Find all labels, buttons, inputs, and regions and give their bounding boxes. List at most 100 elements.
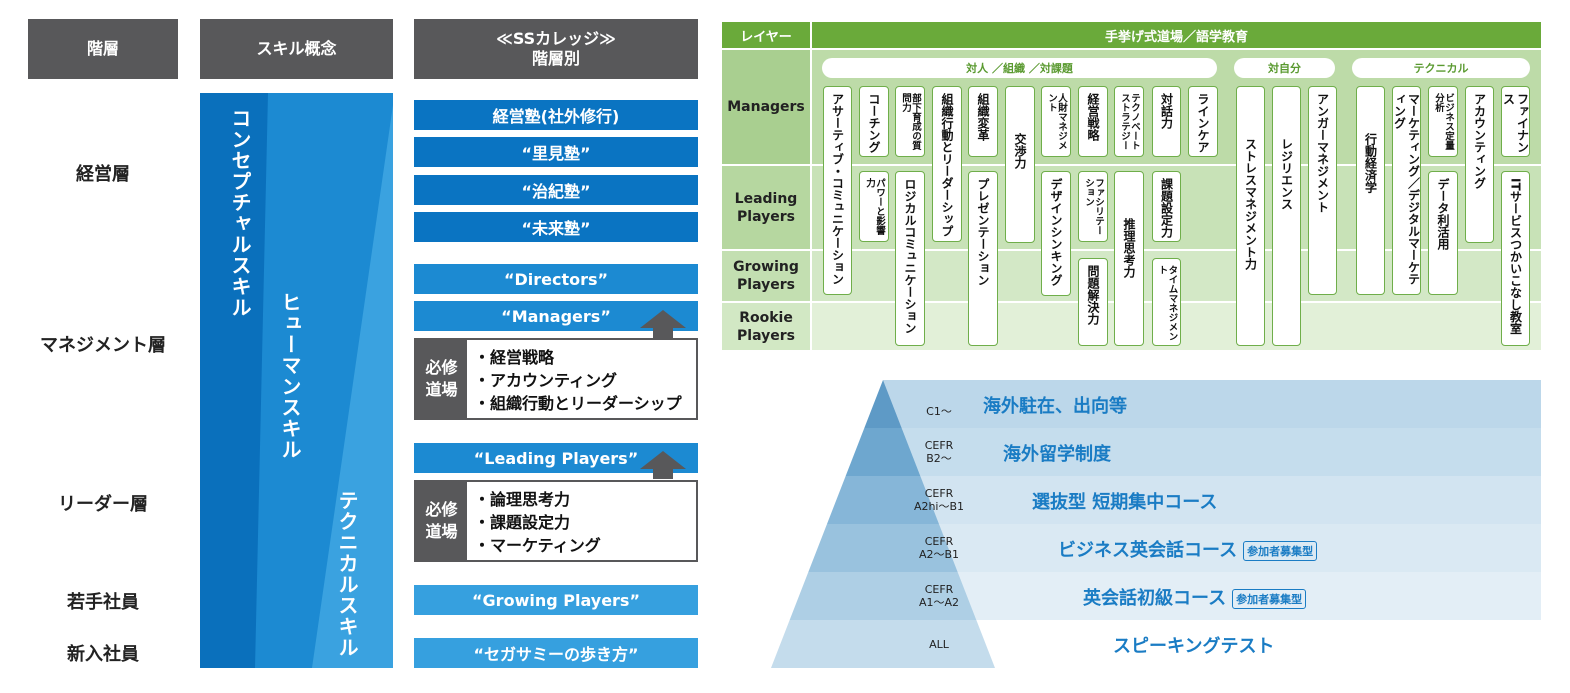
cefr-level: CEFR A1～A2 <box>918 583 960 609</box>
cefr-level: ALL <box>929 638 949 651</box>
pyramid-level <box>789 572 977 620</box>
language-program-label: 海外留学制度 <box>1003 444 1111 465</box>
row-growing: Growing Players <box>722 251 810 301</box>
cefr-level: CEFR A2～B1 <box>918 535 960 561</box>
course-card: データ利活用 <box>1428 171 1458 295</box>
program-haruki: “治紀塾” <box>414 175 698 205</box>
row-leading: Leading Players <box>722 166 810 249</box>
course-card-label: 人財マネジメント <box>1046 93 1067 150</box>
course-card: 行動経済学 <box>1356 86 1385 295</box>
course-card: プレゼンテーション <box>968 171 998 346</box>
program-growing-players: “Growing Players” <box>414 585 698 615</box>
course-card-label: ファイナンス <box>1501 93 1530 153</box>
row-managers: Managers <box>722 50 810 164</box>
required-label: 必修 道場 <box>416 340 467 418</box>
required-item: ・アカウンティング <box>474 371 618 390</box>
pyramid-level <box>808 524 958 572</box>
course-card-label: テクノベートストラテジー <box>1119 93 1140 150</box>
pyramid-band <box>920 476 1541 524</box>
course-card-label: 課題設定力 <box>1159 178 1174 238</box>
skill-human: ヒューマンスキル <box>278 292 302 460</box>
pyramid-level <box>827 476 939 524</box>
course-card-label: 組織変革 <box>976 93 990 141</box>
course-card: ITサービスつかいこなし教室 <box>1501 171 1530 346</box>
course-card: 推理思考力 <box>1114 171 1144 346</box>
course-card-label: アカウンティング <box>1472 93 1487 189</box>
course-card-label: 対話力 <box>1159 93 1174 129</box>
language-program: 英会話初級コース参加者募集型 <box>1083 584 1307 610</box>
course-card: アンガーマネジメント <box>1308 86 1337 295</box>
required-item: ・経営戦略 <box>474 348 555 367</box>
program-mirai: “未来塾” <box>414 212 698 242</box>
pyramid-level <box>864 380 902 428</box>
course-card-label: マーケティング／デジタルマーケティング <box>1392 93 1421 285</box>
course-card: アサーティブ・コミュニケーション <box>823 86 852 295</box>
recruitment-tag: 参加者募集型 <box>1232 589 1307 609</box>
course-card: デザインシンキング <box>1041 171 1071 296</box>
course-card: ストレスマネジメント力 <box>1236 86 1265 346</box>
course-card-label: アサーティブ・コミュニケーション <box>830 93 845 285</box>
technical-skill-band <box>312 105 393 668</box>
skill-bands <box>200 93 393 668</box>
header-layer: 階層 <box>28 19 178 79</box>
course-card: ビジネス定量分析 <box>1428 86 1458 157</box>
grid-layer-header: レイヤー <box>722 22 810 48</box>
course-card: ファシリテーション <box>1078 171 1108 242</box>
category-interpersonal: 対人 ／組織 ／対課題 <box>822 58 1217 78</box>
language-program-label: スピーキングテスト <box>1113 636 1275 657</box>
course-card-label: 問題解決力 <box>1086 265 1100 325</box>
cefr-level: C1～ <box>926 405 952 418</box>
course-card: 交渉力 <box>1005 86 1035 243</box>
course-card: 部下育成の質問力 <box>895 86 925 157</box>
cefr-level: CEFR B2～ <box>924 439 954 465</box>
course-card-label: 組織行動とリーダーシップ <box>940 93 954 237</box>
course-card-label: デザインシンキング <box>1049 178 1063 286</box>
program-keieijuku: 経営塾(社外修行) <box>414 100 698 130</box>
course-card: ラインケア <box>1188 86 1218 157</box>
conceptual-skill-band <box>200 93 268 668</box>
course-card-label: ストレスマネジメント力 <box>1243 138 1258 270</box>
required-item: ・マーケティング <box>474 536 601 555</box>
language-program-label: ビジネス英会話コース <box>1058 540 1238 561</box>
language-program-label: 選抜型 短期集中コース <box>1032 492 1218 513</box>
language-program-label: 海外駐在、出向等 <box>983 396 1127 417</box>
program-directors: “Directors” <box>414 264 698 294</box>
course-card-label: 交渉力 <box>1013 133 1027 169</box>
category-self: 対自分 <box>1234 58 1335 78</box>
arrow-up-icon <box>640 451 686 479</box>
course-card-label: データ利活用 <box>1436 178 1450 250</box>
language-program: 海外留学制度 <box>1003 440 1111 466</box>
row-rookie: Rookie Players <box>722 303 810 350</box>
course-card-label: ファシリテーション <box>1083 178 1104 235</box>
course-card-label: パワーと影響力 <box>864 178 885 235</box>
course-card: 組織行動とリーダーシップ <box>932 86 962 242</box>
pyramid-band <box>901 428 1541 476</box>
course-card-label: プレゼンテーション <box>976 178 990 286</box>
program-satomi: “里見塾” <box>414 137 698 167</box>
pyramid-band <box>976 620 1541 668</box>
language-program: 海外駐在、出向等 <box>983 392 1127 418</box>
course-card: パワーと影響力 <box>859 171 889 242</box>
course-card: コーチング <box>859 86 889 157</box>
pyramid-level <box>771 620 995 668</box>
course-card-label: タイムマネジメント <box>1156 265 1178 341</box>
course-card-label: 経営戦略 <box>1086 93 1100 141</box>
arrow-up-icon <box>640 310 686 338</box>
course-card: アカウンティング <box>1465 86 1494 243</box>
layer-executive: 経営層 <box>76 164 130 185</box>
course-card: 課題設定力 <box>1152 171 1181 242</box>
course-card-label: 行動経済学 <box>1363 133 1378 193</box>
required-label: 必修 道場 <box>416 482 467 560</box>
required-item: ・論理思考力 <box>474 490 571 509</box>
course-card: 組織変革 <box>968 86 998 157</box>
course-card-label: コーチング <box>867 93 881 153</box>
skill-technical: テクニカルスキル <box>335 490 359 658</box>
course-card: マーケティング／デジタルマーケティング <box>1392 86 1421 295</box>
course-card-label: レジリエンス <box>1279 138 1294 210</box>
course-card: タイムマネジメント <box>1152 258 1181 346</box>
pyramid-band <box>883 380 1541 428</box>
course-card-label: ラインケア <box>1196 93 1210 153</box>
required-dojo-leading: 必修 道場 ・論理思考力・課題設定力・マーケティング <box>414 480 698 562</box>
language-program: ビジネス英会話コース参加者募集型 <box>1058 536 1318 562</box>
